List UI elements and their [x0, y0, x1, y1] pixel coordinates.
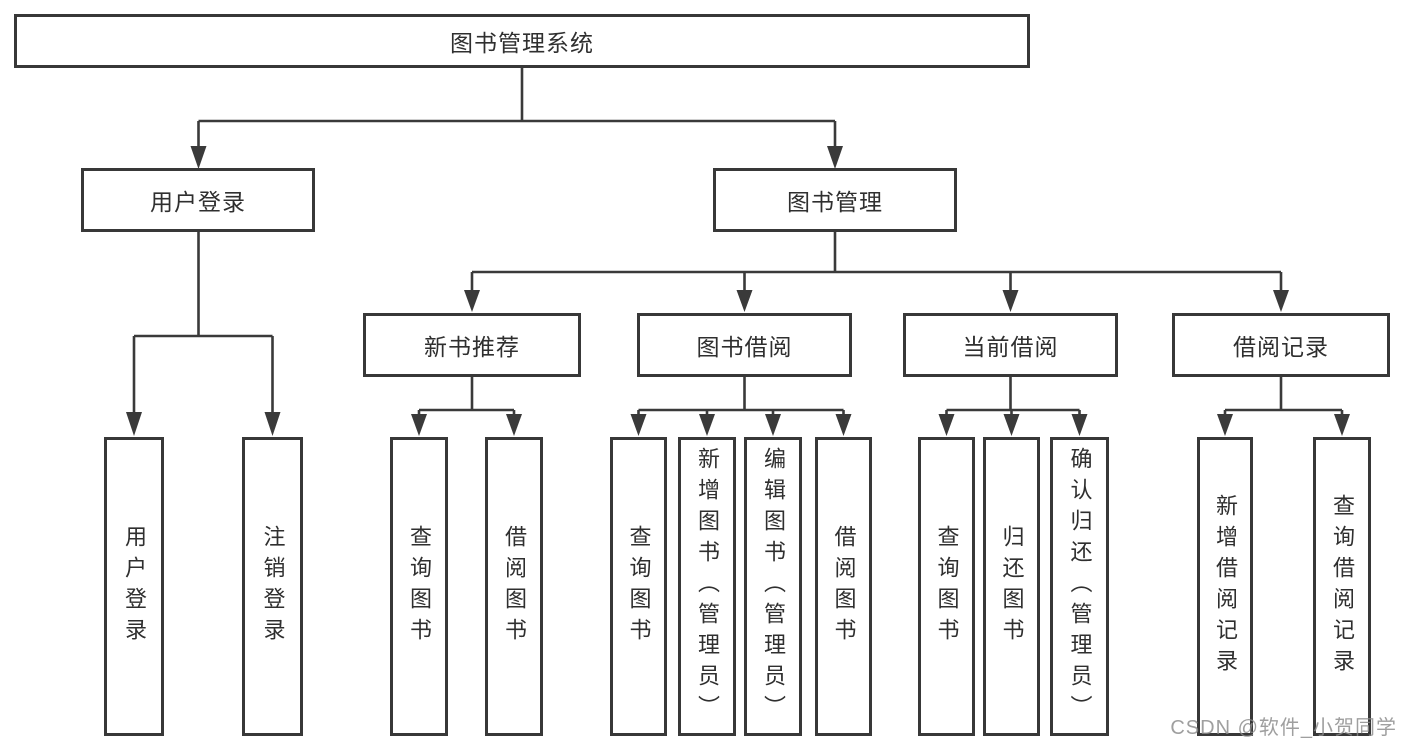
leaf-logout: 注销登录 — [242, 437, 303, 736]
watermark: CSDN @软件_小贺同学 — [1170, 717, 1397, 739]
node-borrowing-records: 借阅记录 — [1172, 313, 1390, 377]
leaf-query-borrowing-record: 查询借阅记录 — [1313, 437, 1371, 736]
node-current-borrowing: 当前借阅 — [903, 313, 1118, 377]
leaf-query-books-current: 查询图书 — [918, 437, 975, 736]
leaf-borrow-books-recommendation: 借阅图书 — [485, 437, 543, 736]
leaf-borrow-books-borrowing: 借阅图书 — [815, 437, 872, 736]
node-book-borrowing: 图书借阅 — [637, 313, 852, 377]
leaf-query-books-recommendation: 查询图书 — [390, 437, 448, 736]
leaf-confirm-return-admin: 确认归还（管理员） — [1050, 437, 1109, 736]
leaf-add-borrowing-record: 新增借阅记录 — [1197, 437, 1253, 736]
leaf-return-books: 归还图书 — [983, 437, 1040, 736]
leaf-user-login: 用户登录 — [104, 437, 164, 736]
leaf-query-books-borrowing: 查询图书 — [610, 437, 667, 736]
node-new-book-recommendation: 新书推荐 — [363, 313, 581, 377]
node-library-management-system: 图书管理系统 — [14, 14, 1030, 68]
leaf-add-books-admin: 新增图书（管理员） — [678, 437, 736, 736]
leaf-edit-books-admin: 编辑图书（管理员） — [744, 437, 802, 736]
node-book-management: 图书管理 — [713, 168, 957, 232]
node-user-login: 用户登录 — [81, 168, 315, 232]
